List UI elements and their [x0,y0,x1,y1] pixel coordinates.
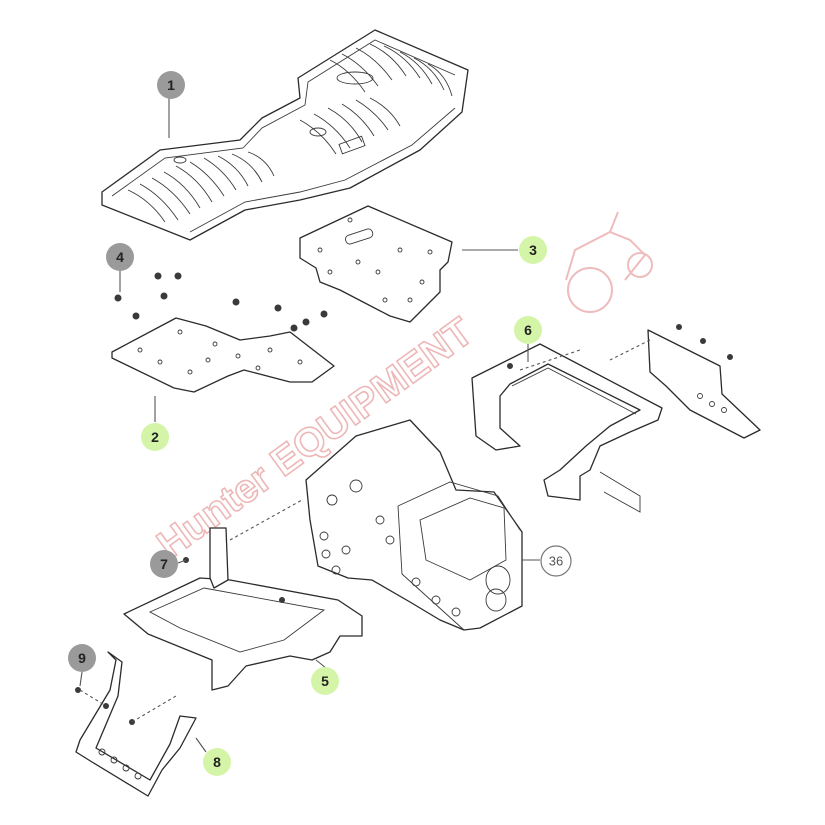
callout-label: 8 [213,754,221,770]
transmission-housing [305,419,523,631]
callout-1[interactable]: 1 [157,71,185,99]
bolt-icon [75,687,81,693]
callout-6[interactable]: 6 [514,316,542,344]
callout-label: 6 [524,322,532,338]
bolt-icon [727,354,733,360]
callout-label: 3 [529,242,537,258]
callout-8[interactable]: 8 [203,748,231,776]
floor-mat-ribs [127,43,453,223]
bolt-icon [154,272,162,280]
reference-label: 36 [549,554,563,569]
bolt-icon [114,294,122,302]
callout-label: 4 [116,249,124,265]
bolt-icon [160,292,168,300]
bolt-icon [700,338,706,344]
bolt-icon [274,304,282,312]
bolt-icon [320,310,328,318]
callout-label: 7 [160,556,168,572]
bolt-icon [290,324,298,332]
callout-9[interactable]: 9 [68,644,96,672]
bolt-icon [279,597,285,603]
callout-label: 5 [321,673,329,689]
callout-3[interactable]: 3 [519,236,547,264]
callout-label: 1 [167,77,175,93]
callout-4[interactable]: 4 [106,243,134,271]
bolt-icon [302,318,310,326]
reference-callout-36[interactable]: 36 [522,545,572,577]
callout-label: 9 [78,650,86,666]
bolts-set [114,272,328,332]
entry-step [75,651,197,797]
right-support-frame [471,324,761,513]
callout-label: 2 [151,429,159,445]
callout-2[interactable]: 2 [141,423,169,451]
bolt-icon [507,363,513,369]
leader-lines [79,98,651,753]
tractor-logo-icon [565,211,653,313]
callout-7[interactable]: 7 [150,550,178,578]
lower-mounting-plate [111,317,335,393]
floor-mat [101,29,469,241]
bolt-icon [174,272,182,280]
bolt-icon [676,324,682,330]
bolt-icon [132,312,140,320]
callout-5[interactable]: 5 [311,667,339,695]
bolt-icon [232,298,240,306]
upper-mounting-plate [299,205,453,323]
left-support-frame [123,527,363,691]
